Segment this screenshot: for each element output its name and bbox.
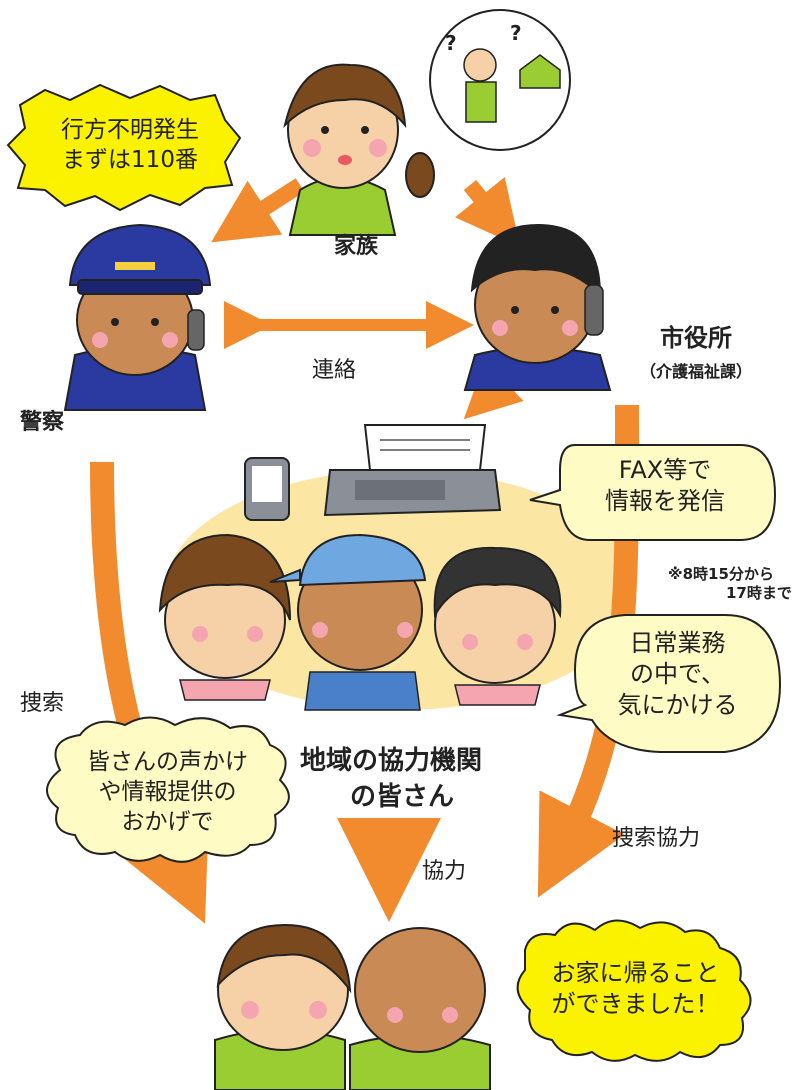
search-cooperation-label: 捜索協力 (612, 826, 701, 851)
city-hall-label: 市役所 (660, 324, 732, 352)
daily-work-line: 気にかける (617, 691, 738, 720)
hours-note-line2: 17時まで (726, 584, 792, 602)
thanks-voice-line: 皆さんの声かけ (87, 749, 248, 775)
police-illustration (63, 223, 212, 411)
returned-home-line: お家に帰ること (551, 959, 720, 987)
daily-work-bubble (556, 614, 782, 753)
fax-send-line: FAX等で (618, 456, 712, 484)
missing-report-line: 行方不明発生 (61, 117, 199, 143)
fax-send-text: FAX等で 情報を発信 (565, 455, 765, 517)
hours-note-line1: ※8時15分から (668, 565, 774, 583)
cooperation-label: 協力 (422, 859, 467, 884)
returned-home-bubble (516, 919, 752, 1062)
fax-send-bubble (529, 444, 777, 541)
city-hall-dept-label: （介護福祉課） (640, 362, 753, 381)
family-person-illustration (283, 63, 435, 236)
daily-work-line: の中で、 (629, 660, 726, 689)
missing-report-bubble (6, 83, 242, 212)
daily-work-text: 日常業務 の中で、 気にかける (585, 628, 770, 722)
returned-home-line: ができました！ (551, 990, 720, 1019)
thought-bubble-illustration: ? ? (429, 9, 571, 151)
community-partners-illustration (158, 533, 562, 711)
daily-work-line: 日常業務 (629, 629, 726, 657)
search-label: 捜索 (20, 691, 65, 716)
partners-label-line2: の皆さん (350, 782, 455, 812)
partners-label-line1: 地域の協力機関 (300, 746, 483, 776)
liaison-label: 連絡 (312, 358, 357, 383)
fax-machine-illustration (323, 424, 502, 517)
fax-send-line: 情報を発信 (605, 487, 725, 516)
police-label: 警察 (20, 410, 65, 435)
thanks-voice-line: おかげで (121, 808, 214, 835)
missing-report-line: まずは110番 (62, 146, 198, 173)
arrow-family-to-police (211, 178, 305, 243)
thanks-voice-bubble (46, 716, 290, 863)
thanks-voice-line: や情報提供の (98, 778, 237, 805)
family-label: 家族 (334, 234, 379, 259)
city-hall-staff-illustration (463, 223, 612, 391)
missing-report-text: 行方不明発生 まずは110番 (35, 116, 225, 176)
mobile-phone-illustration (244, 457, 290, 521)
thanks-voice-text: 皆さんの声かけ や情報提供の おかげで (60, 748, 275, 838)
reunited-people-illustration (214, 923, 491, 1090)
svg-text:?: ? (510, 21, 522, 45)
returned-home-text: お家に帰ること ができました！ (528, 958, 743, 1020)
arrow-family-to-cityhall (454, 176, 521, 247)
svg-text:?: ? (445, 31, 457, 55)
